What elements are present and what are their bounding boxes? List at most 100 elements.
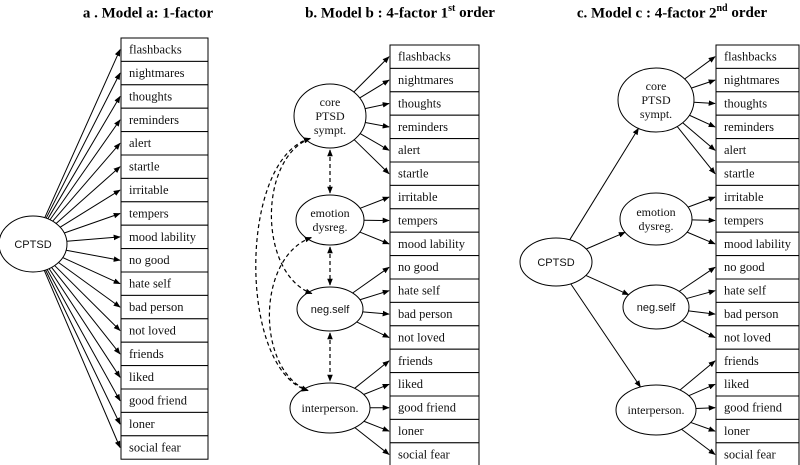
indicator-thoughts: thoughts: [389, 91, 480, 116]
indicator-label: nightmares: [724, 73, 780, 87]
loading-arrow: [686, 231, 716, 245]
loading-arrow: [51, 267, 121, 355]
loading-arrow: [679, 360, 716, 391]
loading-arrow: [58, 262, 121, 308]
indicator-label: reminders: [724, 120, 774, 134]
indicator-irritable: irritable: [389, 184, 480, 210]
indicator-not-loved: not loved: [715, 325, 800, 350]
second-order-arrow: [569, 127, 639, 241]
indicator-label: flashbacks: [398, 50, 451, 64]
loading-arrow: [684, 56, 716, 80]
indicator-alert: alert: [120, 131, 209, 156]
factor-label: PTSD: [641, 93, 671, 107]
indicator-label: loner: [129, 417, 156, 431]
indicator-bad-person: bad person: [120, 294, 209, 320]
factor-label: sympt.: [640, 107, 672, 121]
indicator-label: social fear: [129, 440, 182, 454]
indicator-label: liked: [129, 370, 155, 384]
factor-label: interperson.: [628, 403, 685, 417]
loading-arrow: [695, 405, 716, 411]
indicator-mood-lability: mood lability: [389, 231, 480, 257]
indicator-mood-lability: mood lability: [120, 224, 209, 250]
indicator-label: reminders: [129, 113, 179, 127]
indicator-label: good friend: [398, 401, 457, 415]
loading-arrow: [55, 166, 121, 224]
indicator-social-fear: social fear: [389, 442, 480, 465]
loading-arrow: [352, 266, 390, 294]
indicator-thoughts: thoughts: [715, 91, 800, 116]
indicator-label: mood lability: [129, 230, 197, 244]
loading-arrow: [691, 79, 716, 89]
loading-arrow: [52, 142, 121, 222]
indicator-startle: startle: [120, 154, 209, 179]
indicator-liked: liked: [715, 372, 800, 397]
indicator-startle: startle: [715, 161, 800, 186]
indicator-hate-self: hate self: [715, 278, 800, 303]
loading-arrow: [59, 189, 121, 228]
indicator-not-loved: not loved: [389, 325, 480, 350]
indicator-label: alert: [398, 143, 421, 157]
indicator-thoughts: thoughts: [120, 84, 209, 109]
loading-arrow: [354, 427, 390, 455]
indicator-mood-lability: mood lability: [715, 231, 800, 257]
indicator-label: no good: [129, 253, 170, 267]
indicator-label: no good: [724, 260, 765, 274]
indicator-label: startle: [724, 167, 755, 181]
indicator-label: tempers: [398, 213, 438, 227]
factor-ellipse-interperson: interperson.: [289, 382, 371, 434]
general-factor-ellipse: CPTSD: [519, 237, 593, 287]
factor-label: dysreg.: [639, 219, 674, 233]
indicator-social-fear: social fear: [715, 442, 800, 465]
indicator-label: liked: [724, 377, 750, 391]
loading-arrow: [687, 196, 716, 208]
indicator-nightmares: nightmares: [120, 60, 209, 86]
indicator-loner: loner: [389, 418, 480, 444]
indicator-bad-person: bad person: [715, 301, 800, 327]
loading-arrow: [66, 249, 121, 262]
indicator-label: not loved: [129, 323, 177, 337]
indicator-not-loved: not loved: [120, 318, 209, 343]
loading-arrow: [686, 289, 716, 300]
indicator-label: thoughts: [724, 96, 767, 110]
indicator-label: irritable: [398, 190, 438, 204]
panel-title: c. Model c : 4-factor 2nd order: [577, 3, 768, 22]
indicator-alert: alert: [389, 138, 480, 163]
indicator-label: mood lability: [398, 237, 466, 251]
factor-label: CPTSD: [537, 257, 574, 269]
indicator-liked: liked: [389, 372, 480, 397]
indicator-friends: friends: [120, 341, 209, 367]
factor-label: core: [320, 95, 341, 109]
indicator-label: mood lability: [724, 237, 792, 251]
indicator-label: social fear: [398, 447, 451, 461]
factor-ellipse-interperson: interperson.: [615, 384, 697, 436]
factor-ellipse-neg-self: neg.self: [622, 284, 690, 330]
indicator-label: irritable: [129, 183, 169, 197]
loading-arrow: [64, 212, 121, 234]
loading-arrow: [54, 265, 121, 331]
indicator-label: flashbacks: [129, 43, 182, 57]
second-order-arrow: [570, 283, 641, 388]
factor-label: interperson.: [302, 401, 359, 415]
loading-arrow: [47, 95, 121, 220]
indicator-good-friend: good friend: [715, 395, 800, 420]
panel-3: c. Model c : 4-factor 2nd order flashback…: [519, 3, 800, 465]
indicator-social-fear: social fear: [120, 435, 209, 460]
factor-label: PTSD: [315, 109, 345, 123]
indicator-label: flashbacks: [724, 50, 777, 64]
loading-arrow: [353, 56, 390, 93]
indicator-label: no good: [398, 260, 439, 274]
indicator-label: friends: [724, 354, 759, 368]
factor-label: emotion: [310, 206, 349, 220]
indicator-irritable: irritable: [120, 177, 209, 203]
indicator-flashbacks: flashbacks: [715, 44, 800, 69]
loading-arrow: [353, 139, 390, 175]
loading-arrow: [681, 320, 716, 338]
loading-arrow: [363, 420, 390, 432]
indicator-friends: friends: [389, 348, 480, 374]
factor-label: dysreg.: [313, 220, 348, 234]
indicator-label: nightmares: [398, 73, 454, 87]
indicator-label: tempers: [129, 206, 169, 220]
indicator-label: alert: [724, 143, 747, 157]
